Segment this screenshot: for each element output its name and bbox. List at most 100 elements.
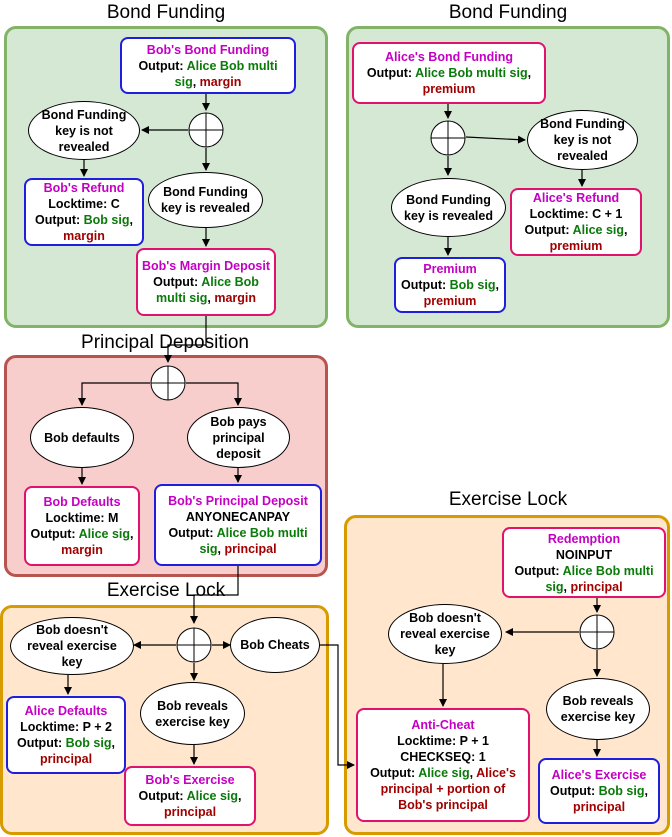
output-asset: Alice's principal + portion of Bob's pri… (380, 766, 516, 812)
redemption-box: Redemption NOINPUT Output: Alice Bob mul… (502, 527, 666, 598)
output-value: Alice Bob multi sig (199, 526, 308, 556)
xor-gate-exercise-left (176, 627, 212, 663)
bond-funding-title-right: Bond Funding (448, 2, 568, 23)
node-title: Alice's Exercise (551, 768, 647, 782)
output-asset: margin (63, 229, 105, 243)
locktime-value: C (110, 197, 120, 211)
separator: , (111, 736, 115, 750)
output-value: Alice sig (186, 789, 239, 803)
output-asset: principal (572, 800, 626, 814)
bob-exercise-box: Bob's Exercise Output: Alice sig, princi… (124, 766, 256, 826)
premium-box: Premium Output: Bob sig, premium (394, 257, 506, 313)
locktime-value: P + 1 (459, 734, 489, 748)
sighash-flag: ANYONECANPAY (185, 510, 291, 524)
node-title: Bob Defaults (43, 495, 121, 509)
output-label: Output: (17, 736, 63, 750)
principal-deposition-title: Principal Deposition (81, 332, 249, 353)
output-value: Bob sig (598, 784, 645, 798)
output-asset: margin (61, 543, 103, 557)
output-label: Output: (370, 766, 416, 780)
alice-defaults-box: Alice Defaults Locktime: P + 2 Output: B… (6, 696, 126, 774)
output-label: Output: (401, 278, 447, 292)
locktime-label: Locktime: (20, 720, 80, 734)
bob-pays-principal-oval: Bob pays principal deposit (187, 407, 290, 468)
bob-bond-funding-box: Bob's Bond Funding Output: Alice Bob mul… (120, 37, 296, 94)
bond-funding-title-left: Bond Funding (106, 2, 226, 23)
bob-no-reveal-oval-right: Bob doesn't reveal exercise key (388, 604, 502, 664)
sighash-flag: NOINPUT (555, 547, 613, 562)
separator: , (192, 74, 197, 89)
separator: , (624, 223, 628, 237)
node-title: Redemption (547, 531, 621, 546)
output-value: Alice sig (418, 766, 470, 780)
output-value: Alice sig (78, 527, 131, 541)
alice-bond-funding-box: Alice's Bond Funding Output: Alice Bob m… (352, 42, 546, 104)
node-title: Bob's Principal Deposit (168, 494, 308, 508)
checkseq-flag: CHECKSEQ: 1 (400, 750, 486, 764)
output-asset: premium (423, 294, 477, 308)
separator: , (217, 542, 221, 556)
bond-key-revealed-oval-right: Bond Funding key is revealed (391, 178, 506, 237)
xor-gate-principal (150, 365, 186, 401)
output-asset: margin (199, 74, 242, 89)
exercise-lock-title-left: Exercise Lock (106, 580, 226, 601)
node-title: Alice Defaults (24, 704, 108, 718)
output-value: Alice Bob multi sig (174, 58, 278, 89)
separator: , (469, 766, 474, 780)
bob-reveals-oval-left: Bob reveals exercise key (140, 682, 245, 745)
output-value: Bob sig (65, 736, 112, 750)
locktime-label: Locktime: (397, 734, 457, 748)
alice-refund-box: Alice's Refund Locktime: C + 1 Output: A… (510, 188, 642, 256)
output-label: Output: (35, 213, 81, 227)
xor-gate-bond-left (188, 112, 224, 148)
xor-gate-bond-right (430, 120, 466, 156)
bob-defaults-oval: Bob defaults (30, 407, 134, 468)
exercise-lock-title-right: Exercise Lock (448, 489, 568, 510)
node-title: Bob's Bond Funding (146, 42, 270, 57)
locktime-value: P + 2 (82, 720, 112, 734)
output-asset: premium (549, 239, 603, 253)
xor-gate-exercise-right (579, 614, 615, 650)
node-title: Alice's Bond Funding (385, 50, 513, 64)
bob-reveals-oval-right: Bob reveals exercise key (546, 678, 650, 740)
output-label: Output: (138, 789, 184, 803)
output-value: Alice Bob multi sig (545, 563, 654, 594)
locktime-label: Locktime: (48, 197, 108, 211)
bob-principal-deposit-box: Bob's Principal Deposit ANYONECANPAY Out… (154, 484, 322, 566)
locktime-value: M (108, 511, 119, 525)
separator: , (238, 789, 242, 803)
separator: , (207, 291, 211, 305)
bond-key-not-revealed-oval-right: Bond Funding key is not revealed (527, 110, 638, 170)
output-label: Output: (168, 526, 214, 540)
bob-defaults-box: Bob Defaults Locktime: M Output: Alice s… (24, 486, 140, 566)
output-label: Output: (153, 275, 199, 289)
bob-margin-deposit-box: Bob's Margin Deposit Output: Alice Bob m… (136, 248, 276, 316)
output-value: Alice Bob multi sig (155, 275, 259, 305)
bob-refund-box: Bob's Refund Locktime: C Output: Bob sig… (24, 178, 144, 246)
output-asset: margin (214, 291, 257, 305)
node-title: Premium (423, 262, 477, 276)
output-asset: principal (570, 579, 623, 594)
output-label: Output: (514, 563, 560, 578)
separator: , (527, 66, 532, 80)
output-value: Bob sig (83, 213, 130, 227)
output-asset: premium (422, 82, 476, 96)
output-label: Output: (524, 223, 570, 237)
separator: , (495, 278, 499, 292)
bob-no-reveal-oval-left: Bob doesn't reveal exercise key (10, 617, 134, 675)
output-asset: principal (224, 542, 277, 556)
separator: , (129, 213, 133, 227)
separator: , (130, 527, 134, 541)
locktime-value: C + 1 (592, 207, 623, 221)
output-asset: principal (39, 752, 93, 766)
output-label: Output: (550, 784, 596, 798)
node-title: Bob's Margin Deposit (142, 259, 270, 273)
bond-key-not-revealed-oval-left: Bond Funding key is not revealed (28, 101, 140, 160)
output-label: Output: (138, 58, 184, 73)
node-title: Bob's Exercise (145, 773, 235, 787)
anti-cheat-box: Anti-Cheat Locktime: P + 1 CHECKSEQ: 1 O… (356, 708, 530, 822)
bob-cheats-oval: Bob Cheats (230, 617, 320, 673)
separator: , (644, 784, 648, 798)
locktime-label: Locktime: (45, 511, 105, 525)
